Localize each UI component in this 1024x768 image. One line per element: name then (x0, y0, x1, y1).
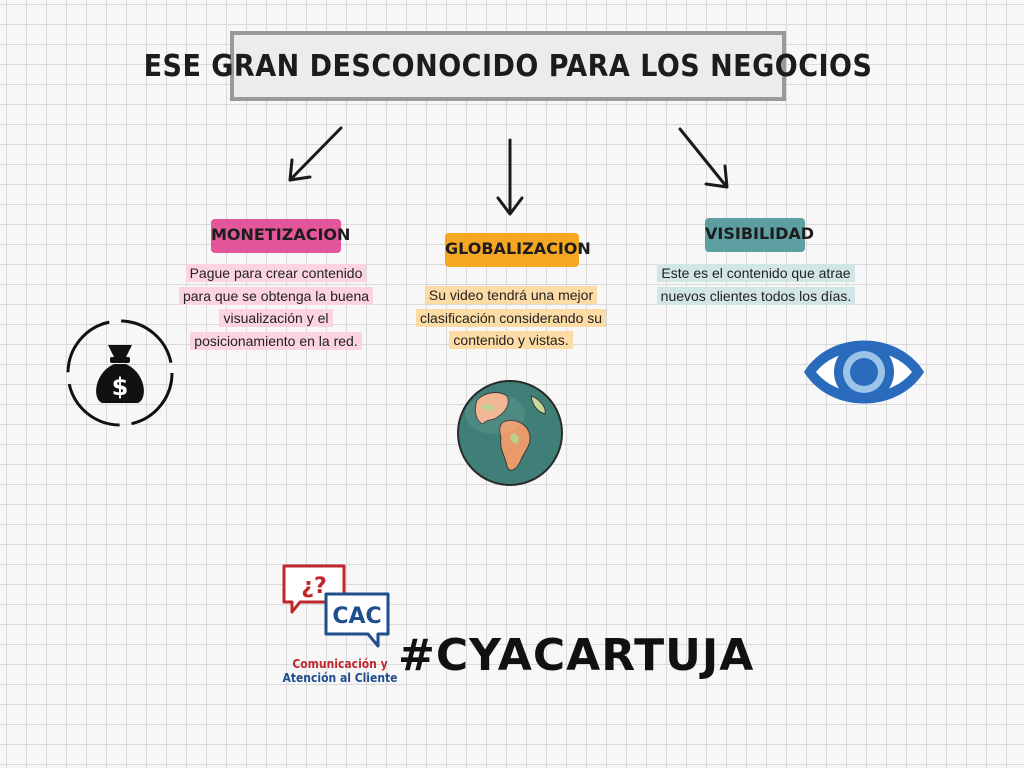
tag-visibilidad: VISIBILIDAD (705, 218, 814, 252)
tag-globalizacion: GLOBALIZACION (445, 233, 591, 267)
money-bag-icon: $ (66, 319, 174, 427)
logo-acronym: CAC (332, 604, 381, 629)
eye-icon (804, 340, 924, 404)
diagram-title: ESE GRAN DESCONOCIDO PARA LOS NEGOCIOS (143, 48, 873, 84)
desc-visibilidad-text: Este es el contenido que atrae nuevos cl… (656, 264, 856, 305)
title-box: ESE GRAN DESCONOCIDO PARA LOS NEGOCIOS (144, 31, 872, 101)
cac-logo: ¿? CAC Comunicación y Atención al Client… (280, 562, 400, 686)
desc-visibilidad: Este es el contenido que atrae nuevos cl… (645, 262, 867, 307)
logo-line1: Comunicación y (292, 657, 388, 671)
desc-globalizacion: Su video tendrá una mejor clasificación … (405, 284, 617, 352)
desc-globalizacion-text: Su video tendrá una mejor clasificación … (415, 286, 607, 349)
logo-question: ¿? (301, 574, 327, 599)
arrow-right (678, 127, 729, 189)
arrow-left (288, 126, 343, 182)
hashtag: #CYACARTUJA (398, 630, 755, 681)
desc-monetizacion-text: Pague para crear contenido para que se o… (178, 264, 374, 350)
cac-logo-bubbles: ¿? CAC (282, 564, 390, 648)
desc-monetizacion: Pague para crear contenido para que se o… (170, 262, 382, 352)
globe-icon (457, 380, 563, 486)
svg-text:$: $ (112, 373, 129, 401)
arrow-center (496, 138, 524, 216)
logo-line2: Atención al Cliente (282, 671, 398, 685)
tag-monetizacion: MONETIZACION (211, 219, 350, 253)
